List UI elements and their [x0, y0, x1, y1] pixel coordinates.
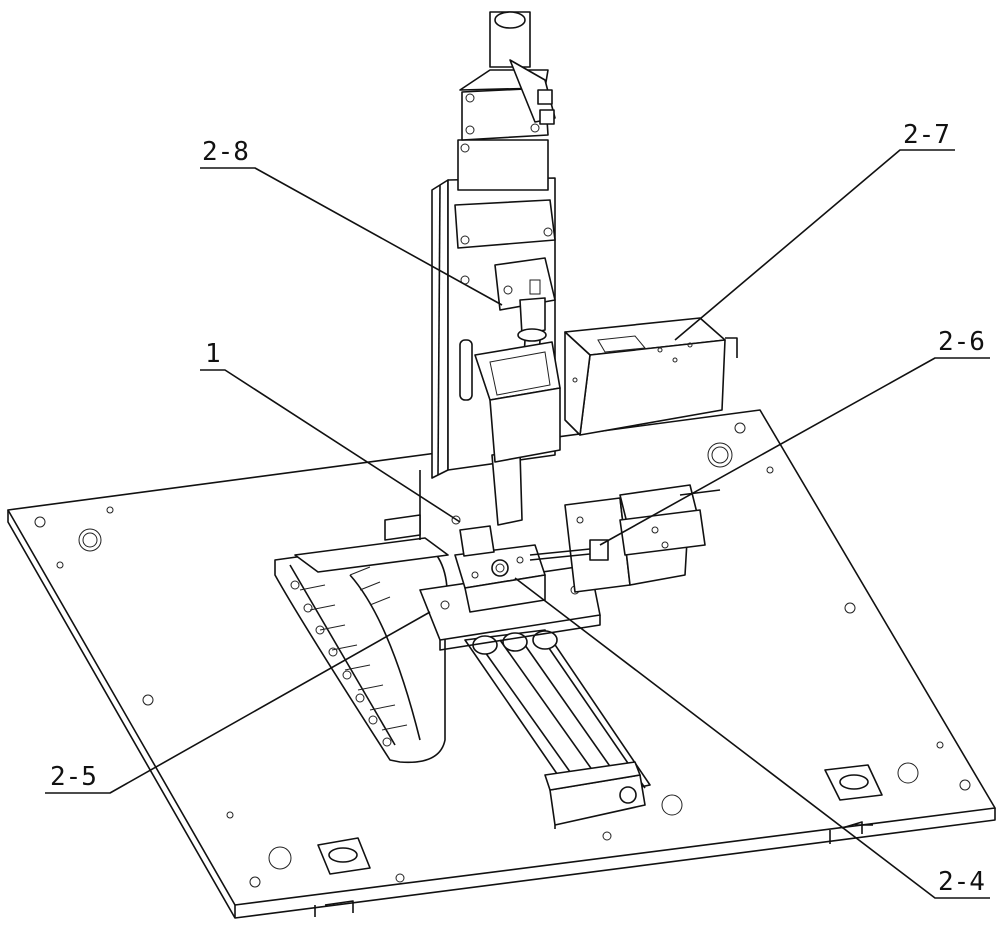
label-2-6: 2-6	[938, 327, 985, 357]
label-2-5: 2-5	[50, 762, 97, 792]
label-2-4: 2-4	[938, 867, 985, 897]
label-2-8: 2-8	[202, 137, 249, 167]
label-2-7: 2-7	[903, 120, 950, 150]
label-1: 1	[205, 339, 221, 369]
